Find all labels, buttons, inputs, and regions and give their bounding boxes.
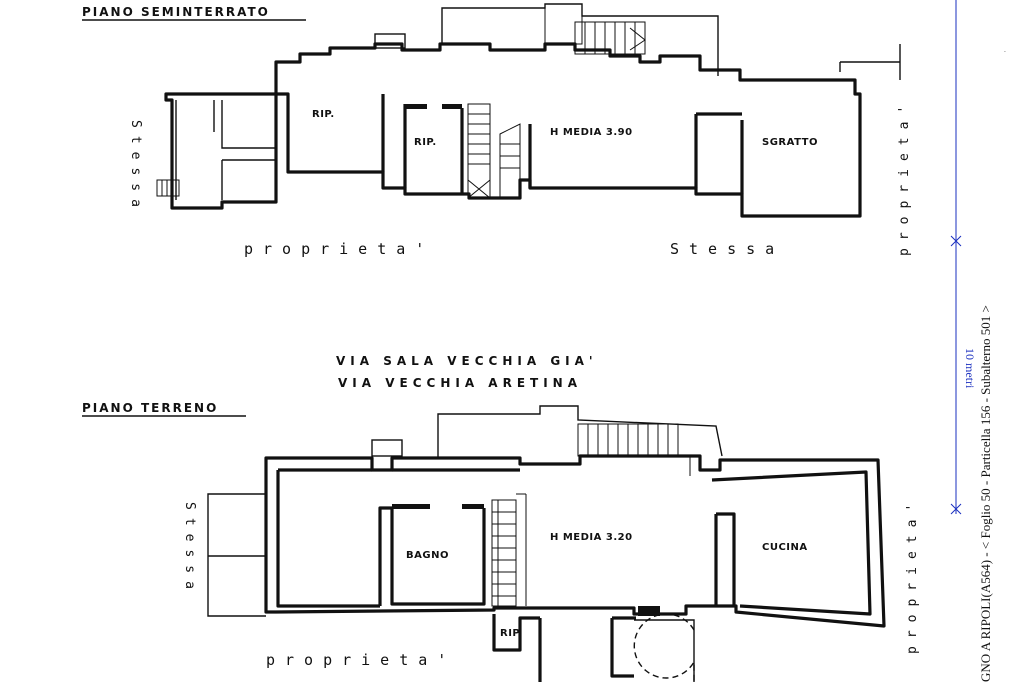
street-name-current: VIA SALA VECCHIA GIA' xyxy=(336,354,598,368)
basement-outer-wall xyxy=(274,42,862,218)
ground-upper-outline xyxy=(437,405,723,458)
ground-heading: PIANO TERRENO xyxy=(82,401,218,415)
basement-upper-outline xyxy=(441,3,719,76)
basement-interior-stair xyxy=(467,103,521,199)
ground-property-left: Stessa xyxy=(182,502,197,597)
street-label: VIA SALA VECCHIA GIA' VIA VECCHIA ARETIN… xyxy=(336,354,598,390)
stray-mark: · xyxy=(1004,49,1006,56)
ground-plan: PIANO TERRENO xyxy=(82,401,920,682)
cadastral-reference: GNO A RIPOLI(A564) - < Foglio 50 - Parti… xyxy=(978,305,993,682)
ground-inner-perimeter xyxy=(276,468,872,616)
ground-interior-stair xyxy=(491,493,527,607)
basement-left-stair xyxy=(156,179,180,197)
basement-heading: PIANO SEMINTERRATO xyxy=(82,5,270,19)
ground-terrace-curve xyxy=(633,613,695,682)
ground-bathroom-header-a xyxy=(392,504,430,509)
basement-right-outline xyxy=(839,44,901,80)
basement-property-right: proprieta' xyxy=(897,98,912,256)
street-name-former: VIA VECCHIA ARETINA xyxy=(338,376,582,390)
ground-kitchen-partition xyxy=(714,512,736,606)
basement-property-left: Stessa xyxy=(128,120,143,215)
ground-bathroom-wall xyxy=(378,506,486,606)
basement-plan: PIANO SEMINTERRATO xyxy=(82,3,912,258)
basement-left-annex xyxy=(164,92,278,210)
basement-room-storage-b: RIP. xyxy=(414,137,437,148)
basement-room-storage-a: RIP. xyxy=(312,109,335,120)
scale-bar-label: 10 metri xyxy=(963,348,977,389)
ground-room-main: H MEDIA 3.20 xyxy=(550,532,633,543)
basement-property-bottom-right: Stessa xyxy=(670,240,784,258)
basement-door-jamb-a xyxy=(405,104,427,109)
basement-exterior-stair xyxy=(544,3,646,55)
ground-exterior-stair xyxy=(577,423,691,476)
basement-room-main: H MEDIA 3.90 xyxy=(550,127,633,138)
basement-room-closet: SGRATTO xyxy=(762,137,818,148)
ground-outer-wall xyxy=(264,454,886,628)
basement-left-annex-inner xyxy=(175,100,276,200)
scale-bar: 10 metri xyxy=(950,0,977,515)
ground-annex-block xyxy=(638,606,660,616)
ground-property-bottom: proprieta' xyxy=(266,651,456,669)
ground-bathroom-header-b xyxy=(462,504,484,509)
basement-chimney xyxy=(374,33,406,49)
basement-property-bottom: proprieta' xyxy=(244,240,434,258)
ground-chimney xyxy=(371,439,403,457)
ground-lower-annex xyxy=(492,614,636,682)
ground-room-storage: RIP xyxy=(500,628,520,639)
ground-property-right: proprieta' xyxy=(905,496,920,654)
ground-room-kitchen: CUCINA xyxy=(762,542,808,553)
ground-room-bathroom: BAGNO xyxy=(406,550,449,561)
ground-left-annex xyxy=(207,493,266,617)
scale-bar-tick-bottom xyxy=(950,503,962,515)
scale-bar-tick-top xyxy=(950,235,962,247)
ground-terrace-edge xyxy=(634,619,695,682)
basement-door-jamb-b xyxy=(442,104,462,109)
